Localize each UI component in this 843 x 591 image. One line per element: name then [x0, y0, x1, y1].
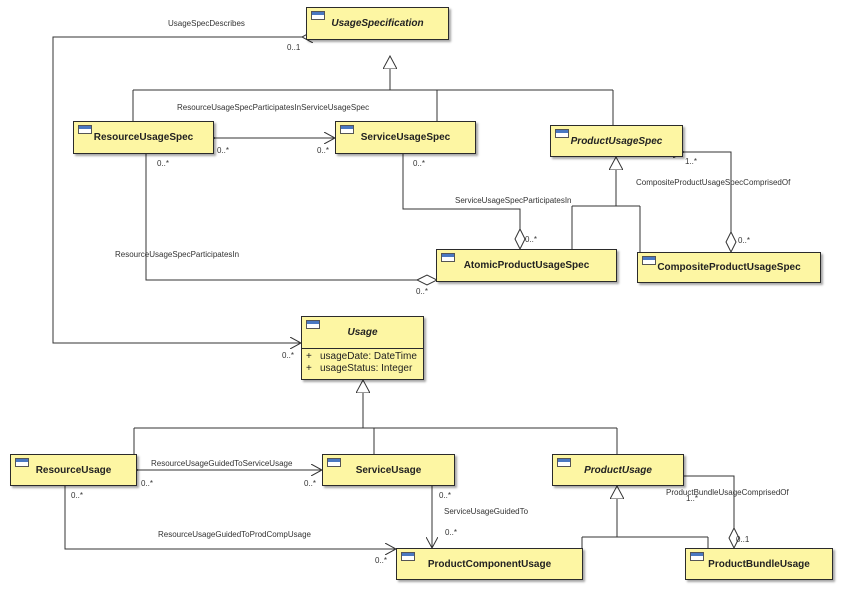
assoc-label-sus-atomic: ServiceUsageSpecParticipatesIn — [455, 196, 572, 205]
assoc-label-su-pcu: ServiceUsageGuidedTo — [444, 507, 529, 516]
class-name: ResourceUsageSpec — [93, 132, 194, 143]
class-atomic-product-usage-spec[interactable]: AtomicProductUsageSpec — [436, 249, 617, 282]
attribute-usage-date: +usageDate: DateTime — [306, 351, 417, 362]
class-icon — [311, 11, 325, 20]
class-icon — [306, 320, 320, 329]
class-name: ServiceUsageSpec — [360, 132, 451, 143]
class-service-usage-spec[interactable]: ServiceUsageSpec — [335, 121, 476, 154]
class-name: UsageSpecification — [331, 18, 424, 29]
multiplicity: 0..* — [375, 556, 388, 565]
multiplicity: 0..* — [282, 351, 295, 360]
multiplicity: 0..* — [413, 159, 426, 168]
assoc-pu-pbu — [684, 476, 734, 548]
assoc-composite-pus — [684, 152, 731, 252]
class-icon — [690, 552, 704, 561]
multiplicity: 0..* — [416, 287, 429, 296]
class-icon — [15, 458, 29, 467]
class-name: AtomicProductUsageSpec — [463, 260, 590, 271]
multiplicity: 0..* — [317, 146, 330, 155]
class-product-usage[interactable]: ProductUsage — [552, 454, 684, 486]
class-name: ProductUsageSpec — [570, 135, 663, 147]
assoc-label-usage-spec-describes: UsageSpecDescribes — [168, 19, 245, 28]
class-usage[interactable]: Usage +usageDate: DateTime +usageStatus:… — [301, 316, 424, 380]
class-icon — [78, 125, 92, 134]
multiplicity: 0..1 — [287, 43, 301, 52]
class-resource-usage[interactable]: ResourceUsage — [10, 454, 137, 486]
multiplicity: 0..* — [304, 479, 317, 488]
assoc-label-rus-sus: ResourceUsageSpecParticipatesInServiceUs… — [177, 103, 370, 112]
assoc-ru-pcu — [65, 486, 396, 549]
class-product-component-usage[interactable]: ProductComponentUsage — [396, 548, 583, 580]
class-name: ProductBundleUsage — [708, 558, 810, 570]
attribute-usage-status: +usageStatus: Integer — [306, 363, 413, 374]
assoc-label-composite-pus: CompositeProductUsageSpecComprisedOf — [636, 178, 791, 187]
class-product-bundle-usage[interactable]: ProductBundleUsage — [685, 548, 833, 580]
class-service-usage[interactable]: ServiceUsage — [322, 454, 455, 486]
assoc-usage-spec-describes — [52, 37, 302, 343]
class-name: ResourceUsage — [35, 464, 112, 476]
multiplicity: 0..* — [445, 528, 458, 537]
class-icon — [557, 458, 571, 467]
assoc-label-ru-pcu: ResourceUsageGuidedToProdCompUsage — [158, 530, 311, 539]
class-icon — [555, 129, 569, 138]
multiplicity: 0..* — [525, 235, 538, 244]
multiplicity: 1..* — [685, 157, 698, 166]
assoc-rus-atomic — [146, 154, 437, 280]
multiplicity: 0..* — [71, 491, 84, 500]
class-name: ServiceUsage — [355, 464, 422, 476]
attribute-list: +usageDate: DateTime +usageStatus: Integ… — [302, 349, 423, 377]
class-icon — [327, 458, 341, 467]
class-icon — [401, 552, 415, 561]
multiplicity: 0..* — [141, 479, 154, 488]
multiplicity: 0..* — [217, 146, 230, 155]
multiplicity: 0..* — [439, 491, 452, 500]
multiplicity: 0..* — [738, 236, 751, 245]
class-composite-product-usage-spec[interactable]: CompositeProductUsageSpec — [637, 252, 821, 283]
class-resource-usage-spec[interactable]: ResourceUsageSpec — [73, 121, 214, 154]
assoc-label-rus-atomic: ResourceUsageSpecParticipatesIn — [115, 250, 240, 259]
class-header: Usage — [302, 317, 423, 349]
class-product-usage-spec[interactable]: ProductUsageSpec — [550, 125, 683, 157]
assoc-label-pu-pbu: ProductBundleUsageComprisedOf — [666, 488, 789, 497]
class-icon — [642, 256, 656, 265]
multiplicity: 0..* — [157, 159, 170, 168]
assoc-label-ru-su: ResourceUsageGuidedToServiceUsage — [151, 459, 293, 468]
class-usage-specification[interactable]: UsageSpecification — [306, 7, 449, 40]
class-name: Usage — [347, 327, 378, 338]
class-icon — [340, 125, 354, 134]
class-name: ProductComponentUsage — [427, 558, 552, 570]
multiplicity: 1..* — [686, 494, 699, 503]
class-name: ProductUsage — [584, 464, 652, 476]
class-icon — [441, 253, 455, 262]
class-name: CompositeProductUsageSpec — [657, 262, 801, 273]
multiplicity: 0..1 — [736, 535, 750, 544]
